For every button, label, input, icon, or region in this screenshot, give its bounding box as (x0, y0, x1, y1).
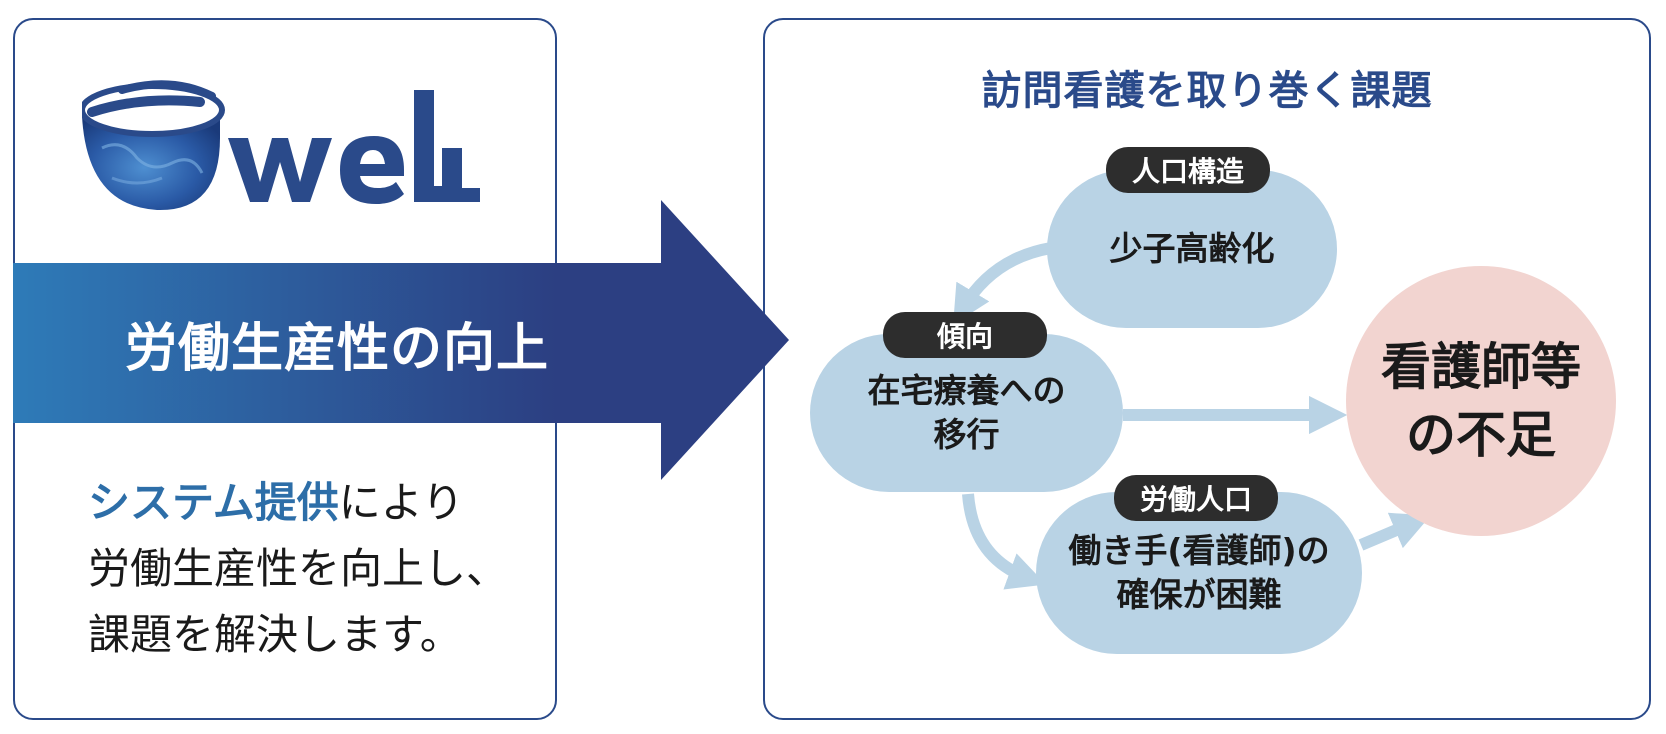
flow-arrows (953, 242, 1431, 590)
system-highlight: システム提供 (88, 478, 339, 527)
node-home-care-shift: 在宅療養への 移行 (810, 334, 1123, 492)
node-aging-population: 少子高齢化 (1047, 170, 1337, 328)
tag-trend: 傾向 (883, 312, 1047, 358)
arrow-label: 労働生産性の向上 (124, 318, 549, 379)
flow-arrow-workforce-to-shortage (1358, 512, 1431, 551)
ewell-logo (82, 80, 480, 211)
issues-title: 訪問看護を取り巻く課題 (981, 68, 1433, 114)
tag-labor-population: 労働人口 (1114, 475, 1278, 521)
tag-population-structure: 人口構造 (1106, 147, 1270, 193)
flow-arrow-homecare-to-workforce (962, 493, 1047, 590)
system-description-rest: により 労働生産性を向上し、 課題を解決します。 (88, 478, 509, 659)
outcome-nurse-shortage: 看護師等 の不足 (1346, 266, 1616, 536)
system-description: システム提供により 労働生産性を向上し、 課題を解決します。 (88, 470, 528, 668)
productivity-arrow (13, 200, 789, 480)
flow-arrow-aging-to-homecare (953, 242, 1053, 325)
